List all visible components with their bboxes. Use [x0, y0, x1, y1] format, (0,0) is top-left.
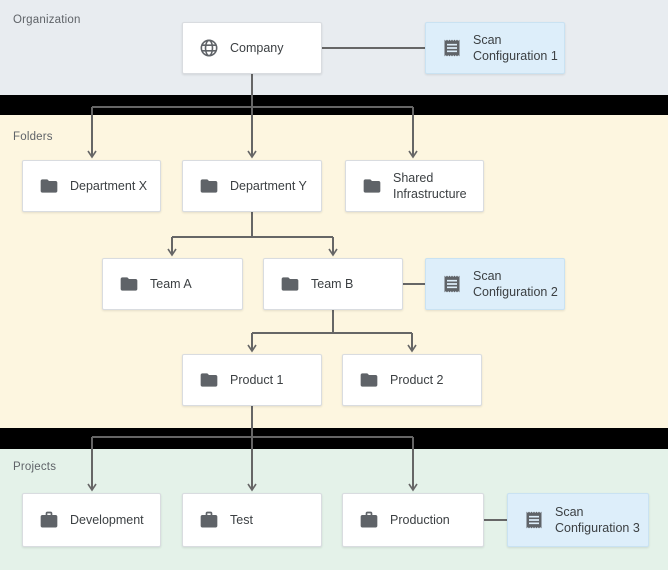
receipt-icon — [523, 509, 545, 531]
shared-infrastructure-label: Shared Infrastructure — [393, 170, 467, 201]
folder-icon — [279, 273, 301, 295]
organization-section — [0, 0, 668, 95]
product-2-node: Product 2 — [342, 354, 482, 406]
company-node: Company — [182, 22, 322, 74]
department-y-node: Department Y — [182, 160, 322, 212]
projects-section-label: Projects — [13, 461, 57, 473]
company-label: Company — [230, 40, 284, 55]
organization-section-label: Organization — [13, 14, 81, 26]
folder-icon — [38, 175, 60, 197]
product-2-label: Product 2 — [390, 372, 444, 387]
team-a-node: Team A — [102, 258, 243, 310]
development-node: Development — [22, 493, 161, 547]
product-1-label: Product 1 — [230, 372, 284, 387]
scan-configuration-2-label: Scan Configuration 2 — [473, 268, 558, 299]
scan-configuration-3-label: Scan Configuration 3 — [555, 504, 640, 535]
shared-infrastructure-node: Shared Infrastructure — [345, 160, 484, 212]
scan-configuration-3-node: Scan Configuration 3 — [507, 493, 649, 547]
briefcase-icon — [38, 509, 60, 531]
production-label: Production — [390, 512, 450, 527]
scan-configuration-2-node: Scan Configuration 2 — [425, 258, 565, 310]
production-node: Production — [342, 493, 484, 547]
folders-section-label: Folders — [13, 131, 53, 143]
product-1-node: Product 1 — [182, 354, 322, 406]
scan-configuration-1-node: Scan Configuration 1 — [425, 22, 565, 74]
folder-icon — [198, 369, 220, 391]
section-divider — [0, 95, 668, 115]
globe-icon — [198, 37, 220, 59]
folder-icon — [118, 273, 140, 295]
section-divider — [0, 428, 668, 449]
briefcase-icon — [358, 509, 380, 531]
test-label: Test — [230, 512, 253, 527]
folder-icon — [358, 369, 380, 391]
team-a-label: Team A — [150, 276, 192, 291]
briefcase-icon — [198, 509, 220, 531]
development-label: Development — [70, 512, 144, 527]
test-node: Test — [182, 493, 322, 547]
department-y-label: Department Y — [230, 178, 307, 193]
team-b-label: Team B — [311, 276, 354, 291]
folder-icon — [198, 175, 220, 197]
scan-configuration-1-label: Scan Configuration 1 — [473, 32, 558, 63]
receipt-icon — [441, 273, 463, 295]
team-b-node: Team B — [263, 258, 403, 310]
folder-icon — [361, 175, 383, 197]
department-x-label: Department X — [70, 178, 148, 193]
department-x-node: Department X — [22, 160, 161, 212]
receipt-icon — [441, 37, 463, 59]
